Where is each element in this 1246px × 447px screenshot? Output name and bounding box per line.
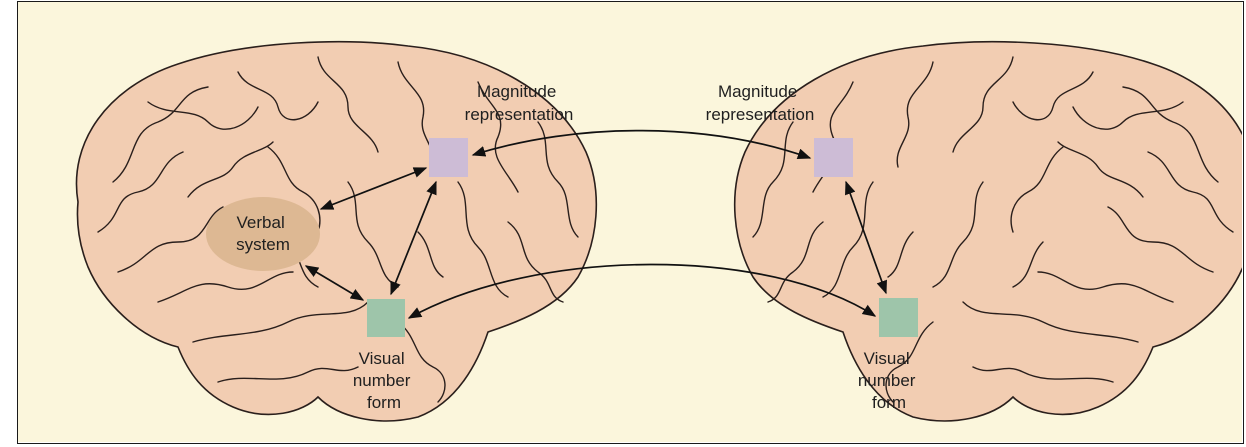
right-magnitude-line-1: Magnitude [718,82,797,101]
right-visual-line-1: Visual [864,349,910,368]
right-visual-line-3: form [872,393,906,412]
right-magnitude-box [814,138,853,177]
diagram-canvas: Magnitude representation Magnitude repre… [18,2,1242,442]
left-visual-line-1: Visual [359,349,405,368]
right-magnitude-line-2: representation [706,105,815,124]
left-verbal-line-2: system [236,235,290,254]
left-magnitude-line-1: Magnitude [477,82,556,101]
left-visual-line-2: number [353,371,411,390]
left-verbal-system-region [206,197,320,271]
left-magnitude-box [429,138,468,177]
left-visual-line-3: form [367,393,401,412]
left-verbal-line-1: Verbal [237,213,285,232]
right-visual-line-2: number [858,371,916,390]
left-visual-number-box [367,299,405,337]
right-visual-number-box [879,298,918,337]
left-magnitude-line-2: representation [465,105,574,124]
diagram-frame: Magnitude representation Magnitude repre… [17,1,1244,444]
